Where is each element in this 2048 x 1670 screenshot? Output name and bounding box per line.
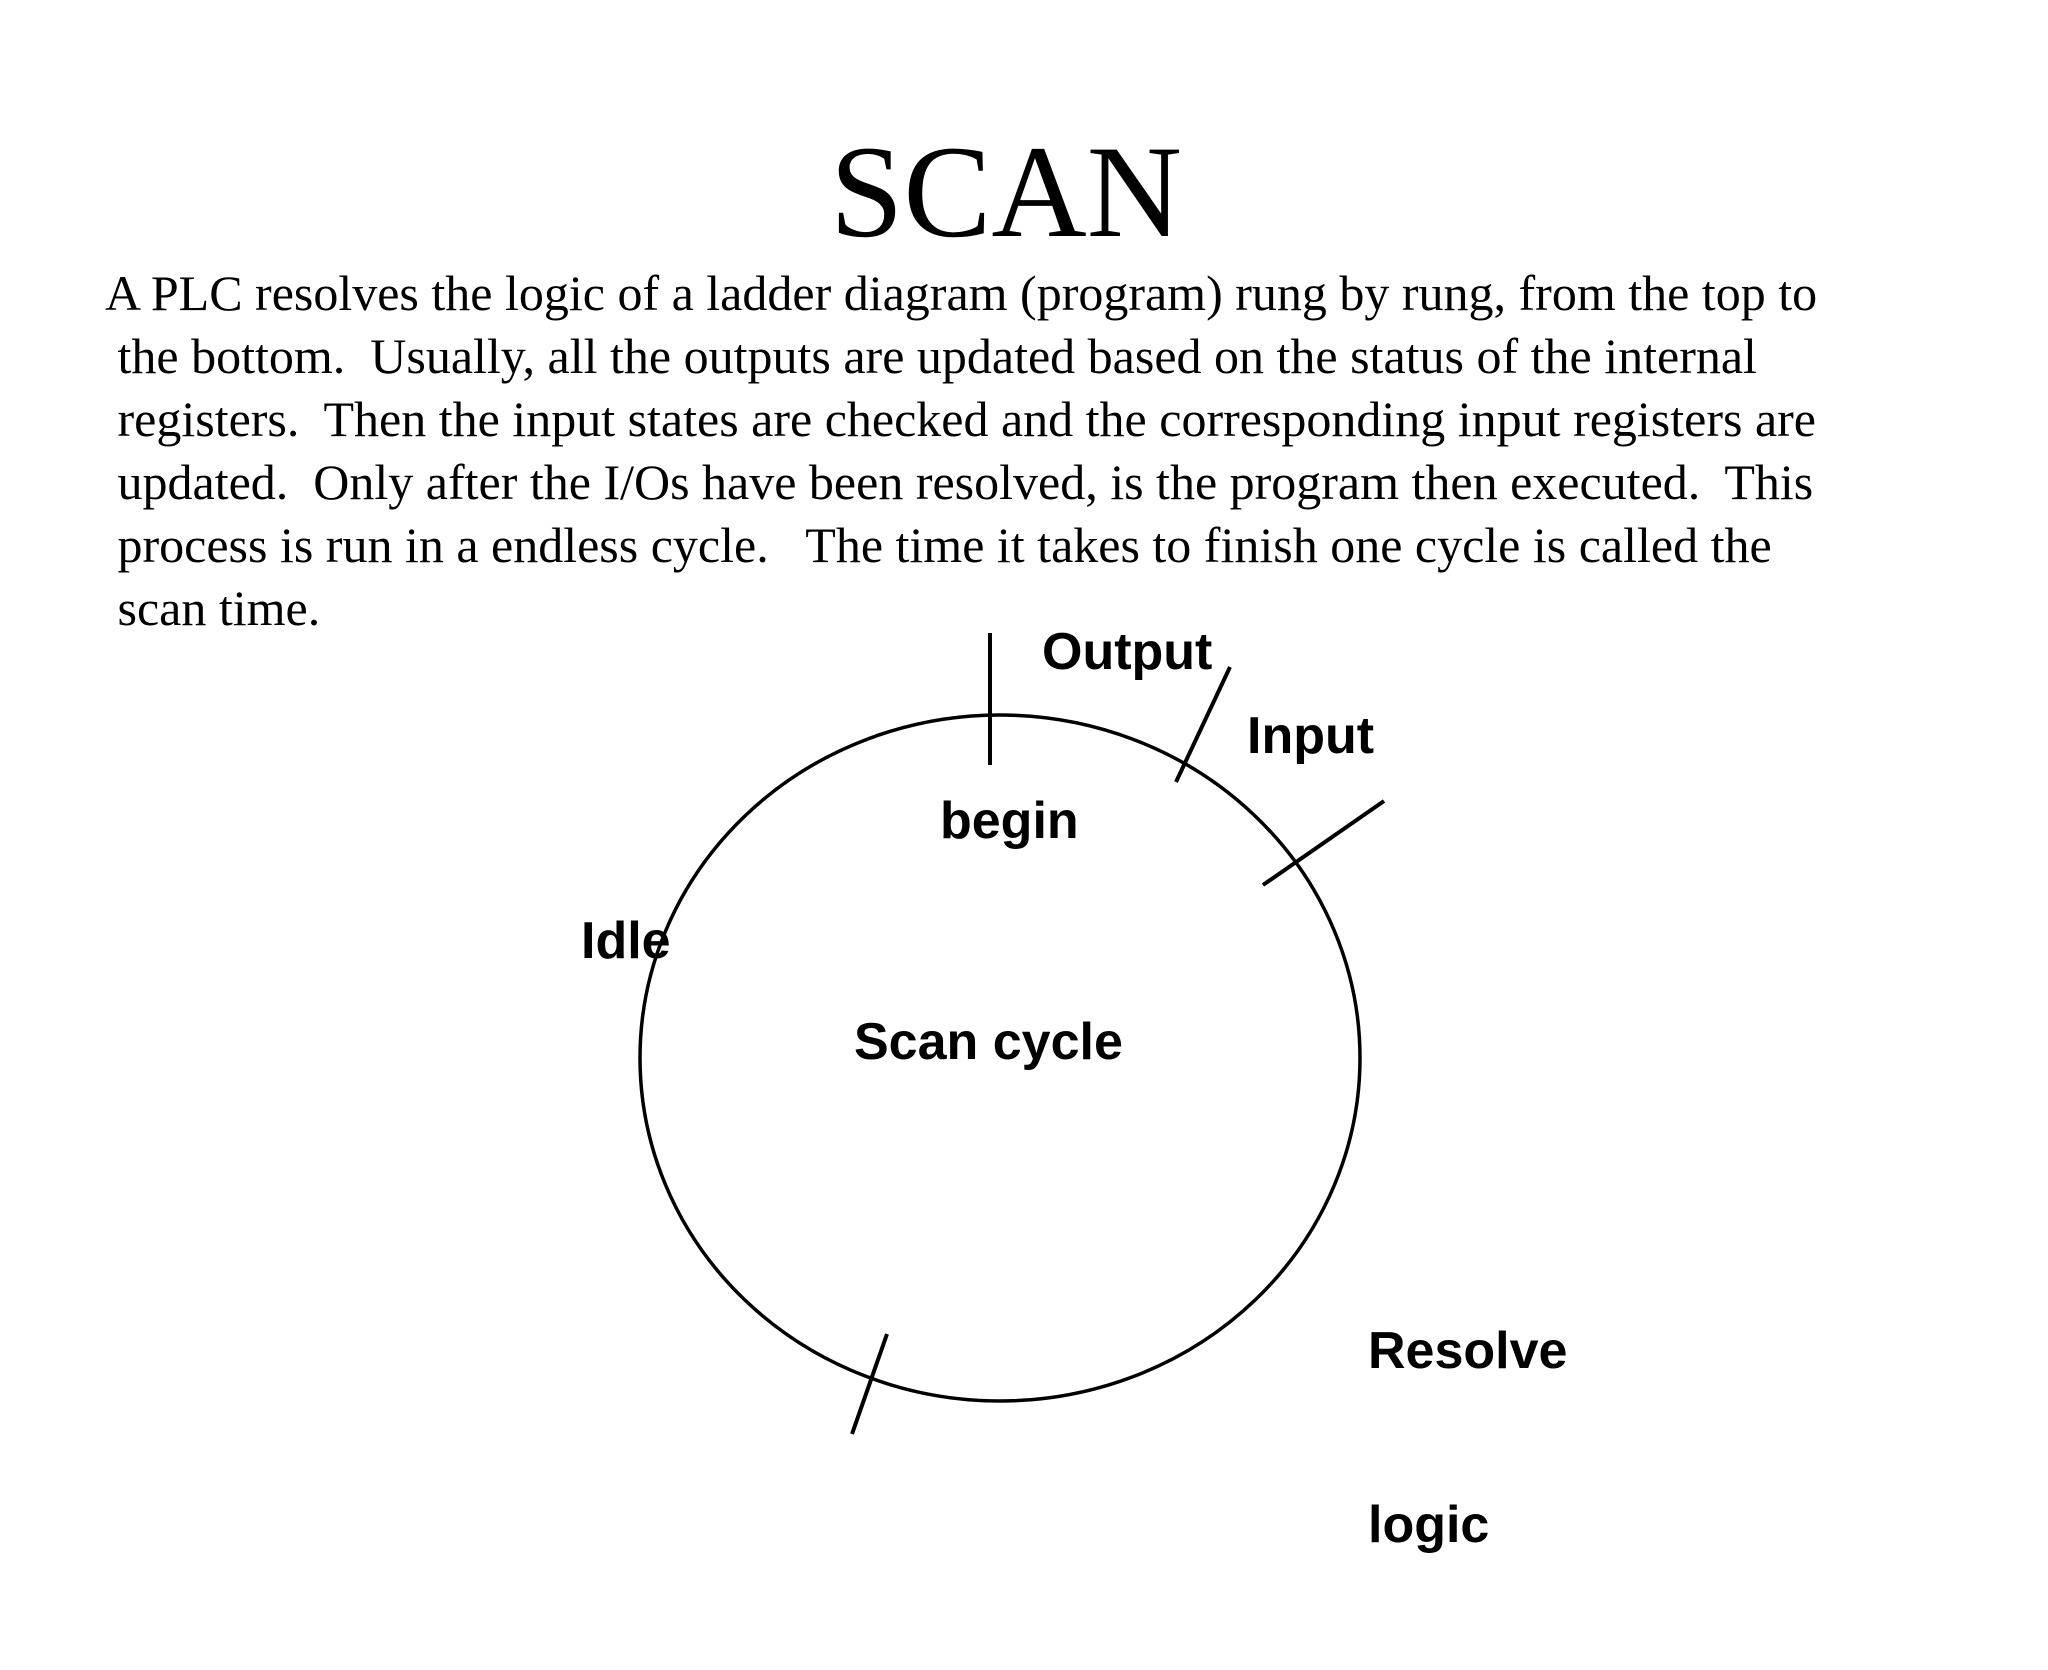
slide: SCAN A PLC resolves the logic of a ladde… [105, 118, 1817, 1555]
paragraph-line: A PLC resolves the logic of a ladder dia… [105, 265, 1818, 321]
paragraph-line: updated. Only after the I/Os have been r… [105, 454, 1814, 510]
slide-title: SCAN [829, 118, 1183, 265]
body-paragraph: A PLC resolves the logic of a ladder dia… [105, 262, 1817, 640]
paragraph-line: process is run in a endless cycle. The t… [105, 517, 1772, 573]
label-resolve-line2: logic [1368, 1496, 1490, 1554]
scan-cycle-diagram [638, 633, 1386, 1435]
cycle-circle [638, 713, 1362, 1403]
tick-right [1261, 799, 1386, 887]
label-input: Input [1247, 707, 1375, 765]
label-scan-cycle: Scan cycle [854, 1013, 1123, 1071]
paragraph-line: the bottom. Usually, all the outputs are… [105, 328, 1757, 384]
label-begin: begin [940, 792, 1079, 850]
tick-bottom-left [850, 1333, 889, 1435]
label-resolve-logic: Resolve logic [1368, 1206, 1567, 1670]
label-idle: Idle [581, 912, 671, 970]
paragraph-line: scan time. [105, 580, 321, 636]
paragraph-line: registers. Then the input states are che… [105, 391, 1817, 447]
label-resolve-line1: Resolve [1368, 1322, 1568, 1380]
label-output: Output [1042, 623, 1213, 681]
tick-upper-right [1174, 666, 1232, 783]
